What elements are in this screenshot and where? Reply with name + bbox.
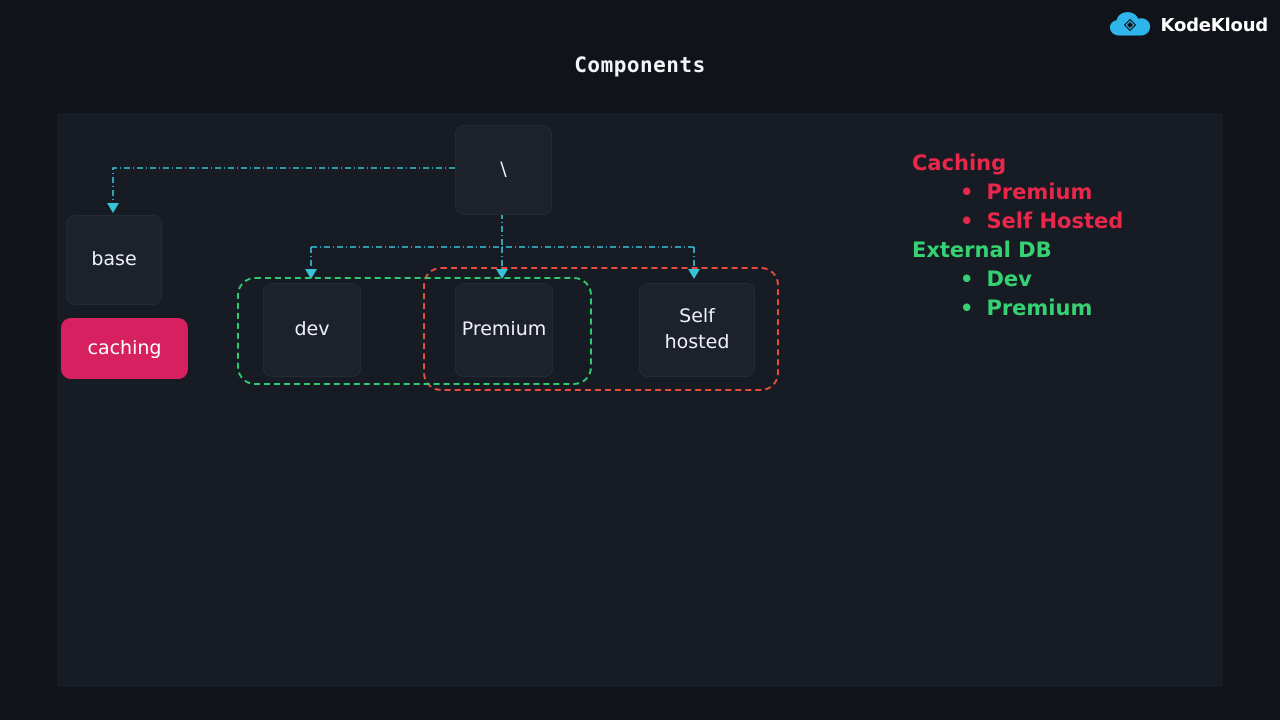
node-caching: caching [61,318,188,379]
diagram-connectors [107,167,700,279]
connector-root-to-base [112,167,455,203]
legend-item: • Premium [912,178,1123,207]
bullet-icon: • [960,267,974,291]
legend-item-label: Premium [986,180,1093,204]
node-root: \ [455,125,552,215]
brand-logo: KodeKloud [1109,10,1268,40]
bullet-icon: • [960,296,974,320]
node-root-label: \ [500,158,507,181]
legend-group-title: Caching [912,151,1007,175]
node-dev-label: dev [294,318,330,341]
node-self-hosted: Self hosted [639,283,755,377]
bullet-icon: • [960,180,974,204]
arrowhead-premium [496,269,508,279]
kodekloud-cloud-icon [1109,12,1150,36]
caching-zone-outline [423,267,779,391]
legend-group-external-db: External DB • Dev • Premium [912,236,1123,323]
legend-item: • Self Hosted [912,207,1123,236]
legend-item: • Premium [912,294,1123,323]
brand-name: KodeKloud [1160,14,1269,36]
external-db-zone-outline [237,277,592,385]
legend-group-caching: Caching • Premium • Self Hosted [912,149,1123,236]
slide-panel: \ base caching dev Premium Self hosted C… [57,113,1223,687]
legend: Caching • Premium • Self Hosted External… [912,149,1123,323]
node-premium: Premium [455,283,553,377]
legend-item-label: Dev [986,267,1032,291]
arrowhead-base [107,203,119,213]
node-base: base [66,215,162,305]
arrowhead-selfhosted [688,269,700,279]
legend-group-title: External DB [912,238,1052,262]
node-self-hosted-label: Self hosted [664,305,730,353]
arrowhead-dev [305,269,317,279]
legend-item: • Dev [912,265,1123,294]
node-premium-label: Premium [461,318,547,341]
bullet-icon: • [960,209,974,233]
legend-item-label: Premium [986,296,1093,320]
legend-item-label: Self Hosted [986,209,1124,233]
node-dev: dev [263,283,361,377]
node-caching-label: caching [87,336,162,359]
node-base-label: base [91,248,137,271]
page-title: Components [574,53,706,77]
